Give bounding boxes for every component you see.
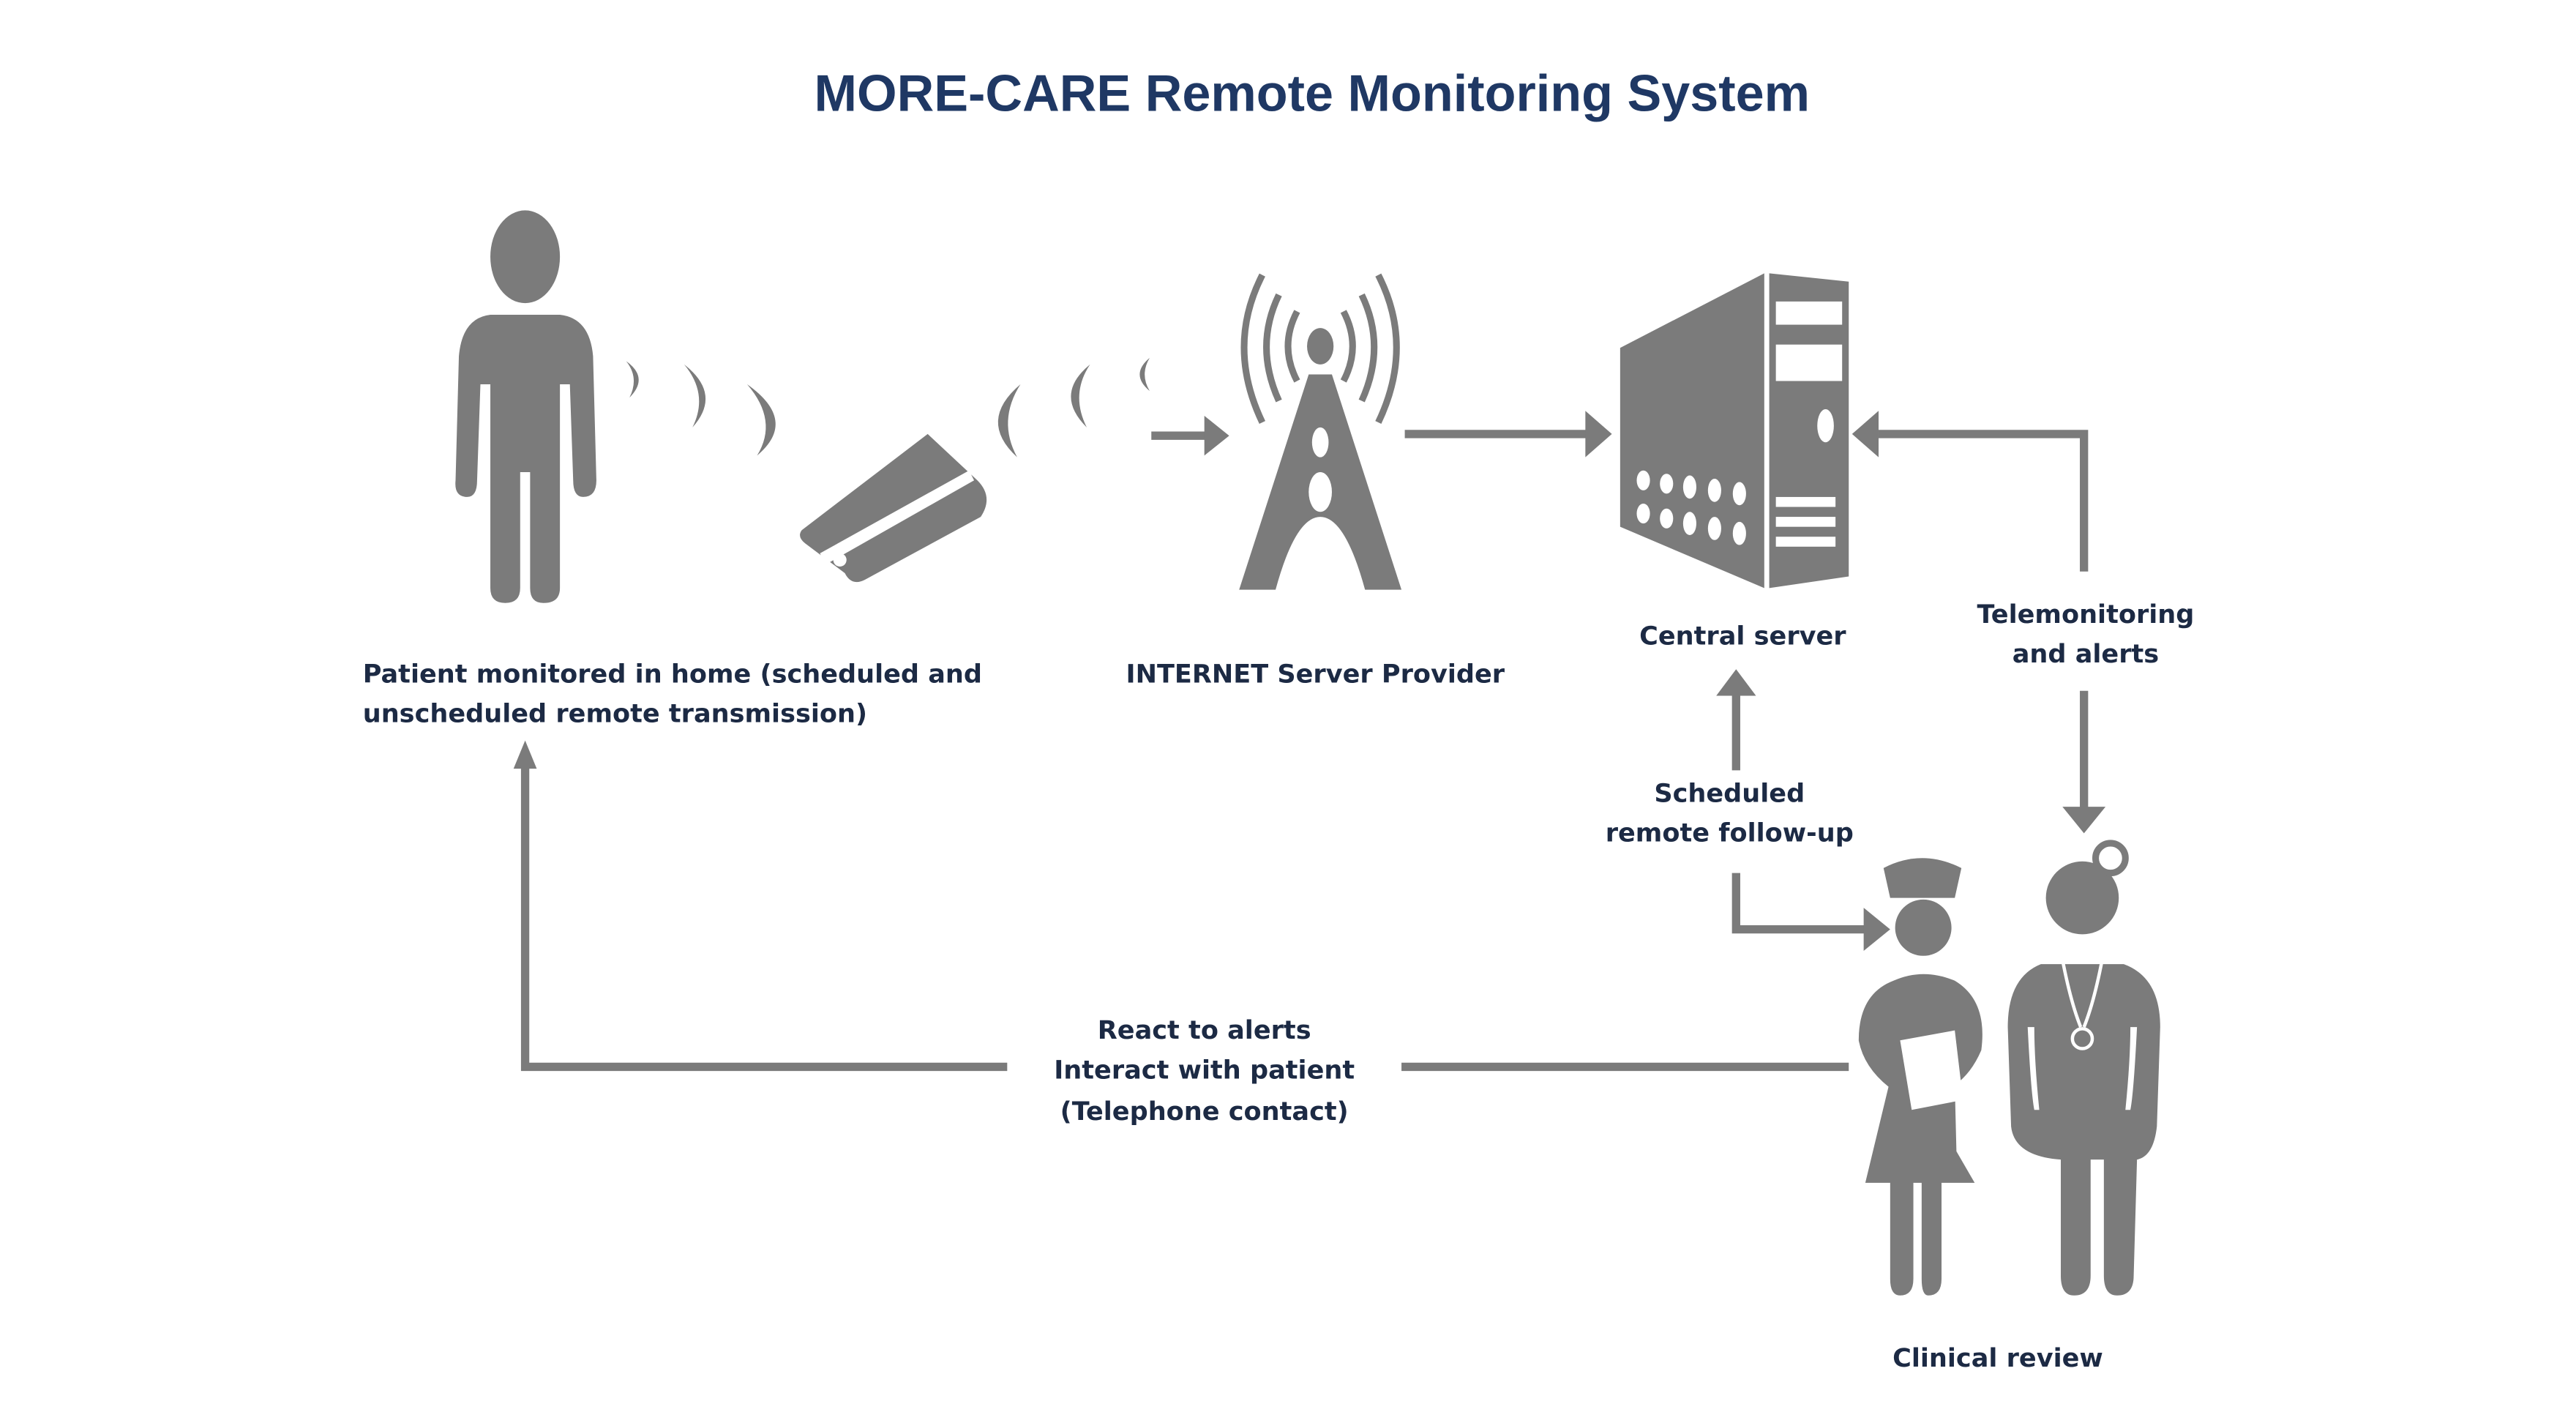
server-label: Central server [1639,621,1846,651]
react-label-line2: Interact with patient [1054,1055,1355,1085]
doctor-icon [2007,840,2160,1296]
nurse-icon [1858,858,1982,1296]
clinical-review-label: Clinical review [1892,1343,2103,1373]
telemonitoring-label-line2: and alerts [2012,639,2159,669]
followup-label-line1: Scheduled [1654,778,1805,808]
arrow-to-server [1404,411,1612,457]
arrow-alerts-to-clinician [2062,690,2106,834]
patient-label-line1: Patient monitored in home (scheduled and [363,659,982,689]
signal-waves-icon [626,361,776,456]
arrow-to-tower [1151,416,1229,456]
signal-waves-icon [997,357,1150,457]
isp-label: INTERNET Server Provider [1126,659,1505,689]
telemonitoring-label-line1: Telemonitoring [1977,600,2195,630]
patient-label-line2: unscheduled remote transmission) [363,699,867,729]
home-monitor-device-icon [800,433,987,583]
arrow-followup-to-nurse [1731,873,1890,952]
diagram-title: MORE-CARE Remote Monitoring System [815,64,1811,122]
arrow-followup-to-server [1716,669,1756,771]
person-icon [455,210,596,603]
react-label-line1: React to alerts [1098,1015,1311,1045]
followup-label-line2: remote follow-up [1606,818,1854,848]
react-label-line3: (Telephone contact) [1060,1097,1349,1127]
server-tower-icon [1620,273,1849,589]
radio-tower-icon [1239,273,1402,590]
arrow-react-to-patient [513,740,1849,1072]
arrow-telemonitoring-to-server [1852,411,2089,572]
